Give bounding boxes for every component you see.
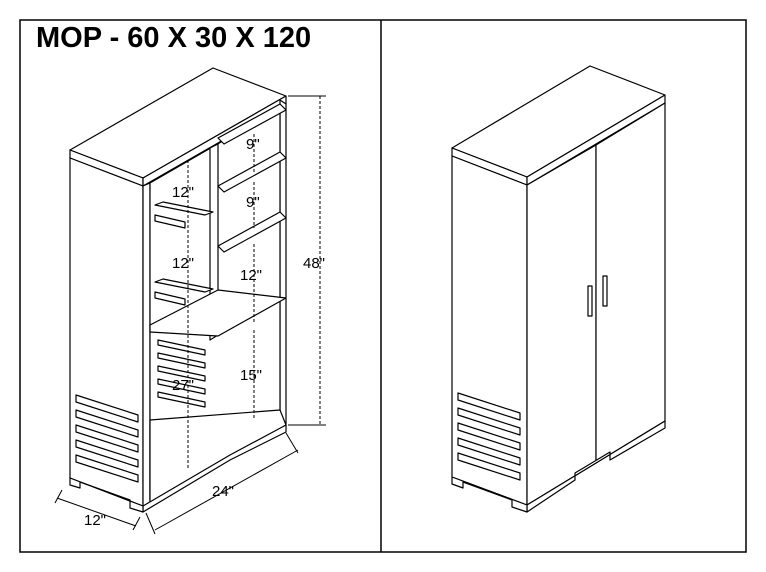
side-louvers <box>75 394 139 483</box>
right-door-handle <box>602 275 608 307</box>
slat-4 <box>154 291 186 306</box>
extension-lines <box>54 95 326 535</box>
shelf-3 <box>217 211 287 253</box>
dim-shelf-top-2: 9" <box>246 194 260 211</box>
dimension-lines <box>187 96 321 470</box>
dim-shelf-mid: 12" <box>240 267 262 284</box>
dim-left-upper: 12" <box>172 184 194 201</box>
sheet-border <box>19 19 747 553</box>
dim-left-middle: 12" <box>172 255 194 272</box>
shelf-1 <box>217 103 287 145</box>
left-door-handle <box>587 285 593 317</box>
open-cabinet-drawing <box>69 67 287 513</box>
right-panel-edge <box>279 99 287 429</box>
closed-plinth-front <box>526 420 666 513</box>
left-door <box>526 144 597 506</box>
dim-shelf-top-1: 9" <box>246 136 260 153</box>
shelf-2 <box>217 151 287 193</box>
page-title: MOP - 60 X 30 X 120 <box>36 22 312 54</box>
plinth-side <box>69 477 144 513</box>
dim-left-lower: 27" <box>172 377 194 394</box>
dim-width: 24" <box>212 483 234 500</box>
slat-3 <box>154 278 214 293</box>
dim-lower-open: 15" <box>240 367 262 384</box>
closed-plinth-side <box>451 476 528 513</box>
slat-2 <box>154 214 186 229</box>
dim-total-height: 48" <box>303 255 325 272</box>
dim-depth: 12" <box>84 512 106 529</box>
left-panel-edge <box>142 182 151 507</box>
inner-louvers <box>157 339 206 408</box>
closed-side-louvers <box>457 392 521 481</box>
shelf-main <box>149 289 287 337</box>
closed-cabinet-drawing <box>451 65 666 513</box>
